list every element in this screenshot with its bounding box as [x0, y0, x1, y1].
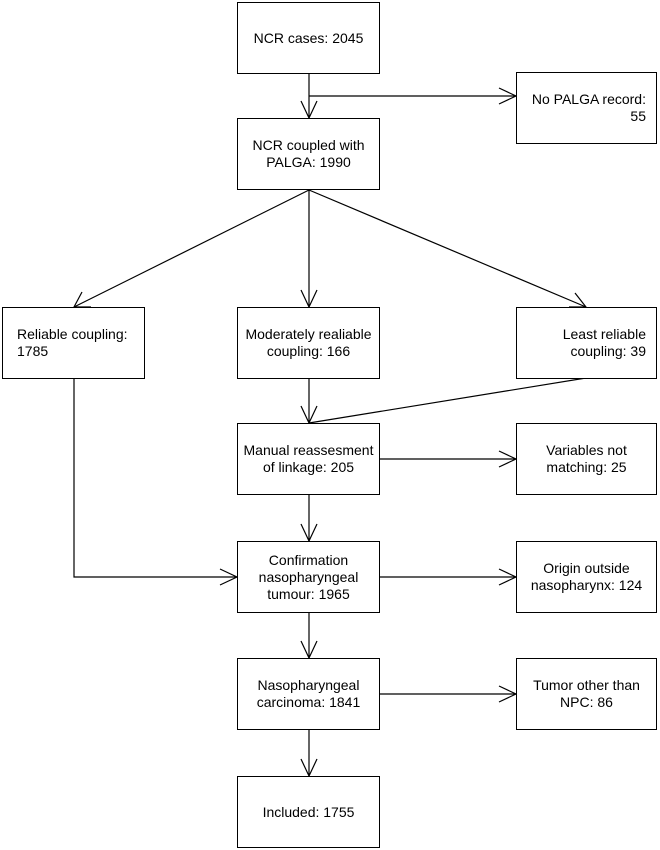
arrow-coupled-to-reliable — [73, 189, 310, 308]
box-moderately-reliable-label: Moderately realiable coupling: 166 — [245, 326, 372, 359]
arrow-reliable-to-confirmation — [73, 378, 237, 578]
box-np-carcinoma: Nasopharyngeal carcinoma: 1841 — [237, 658, 380, 730]
box-tumor-other-npc-label: Tumor other than NPC: 86 — [533, 677, 640, 710]
box-origin-outside-np-label: Origin outside nasopharynx: 124 — [530, 560, 643, 593]
box-ncr-coupled-palga: NCR coupled with PALGA: 1990 — [237, 118, 380, 190]
box-no-palga-record: No PALGA record: 55 — [516, 72, 657, 144]
arrow-least-to-manual — [308, 377, 587, 424]
box-reliable-coupling: Reliable coupling: 1785 — [2, 307, 145, 379]
box-np-carcinoma-label: Nasopharyngeal carcinoma: 1841 — [256, 677, 361, 710]
box-least-reliable: Least reliable coupling: 39 — [516, 307, 657, 379]
box-tumor-other-npc: Tumor other than NPC: 86 — [516, 658, 657, 730]
box-included-label: Included: 1755 — [262, 803, 355, 820]
box-ncr-coupled-palga-label: NCR coupled with PALGA: 1990 — [252, 137, 365, 170]
box-manual-reassessment-label: Manual reassesment of linkage: 205 — [243, 442, 374, 475]
box-origin-outside-np: Origin outside nasopharynx: 124 — [516, 541, 657, 613]
box-moderately-reliable: Moderately realiable coupling: 166 — [237, 307, 380, 379]
box-reliable-coupling-label: Reliable coupling: 1785 — [17, 326, 128, 359]
box-variables-not-matching: Variables not matching: 25 — [516, 423, 657, 495]
box-confirmation-np-tumour-label: Confirmation nasopharyngeal tumour: 1965 — [258, 551, 359, 602]
arrowhead-coupled-to-least — [569, 292, 588, 308]
box-no-palga-record-label: No PALGA record: 55 — [531, 91, 646, 124]
box-confirmation-np-tumour: Confirmation nasopharyngeal tumour: 1965 — [237, 541, 380, 613]
box-variables-not-matching-label: Variables not matching: 25 — [546, 442, 627, 475]
box-ncr-cases-label: NCR cases: 2045 — [253, 29, 364, 46]
box-least-reliable-label: Least reliable coupling: 39 — [562, 326, 646, 359]
box-ncr-cases: NCR cases: 2045 — [237, 2, 380, 74]
arrow-coupled-to-least — [308, 189, 587, 308]
box-manual-reassessment: Manual reassesment of linkage: 205 — [237, 423, 380, 495]
box-included: Included: 1755 — [237, 776, 380, 848]
